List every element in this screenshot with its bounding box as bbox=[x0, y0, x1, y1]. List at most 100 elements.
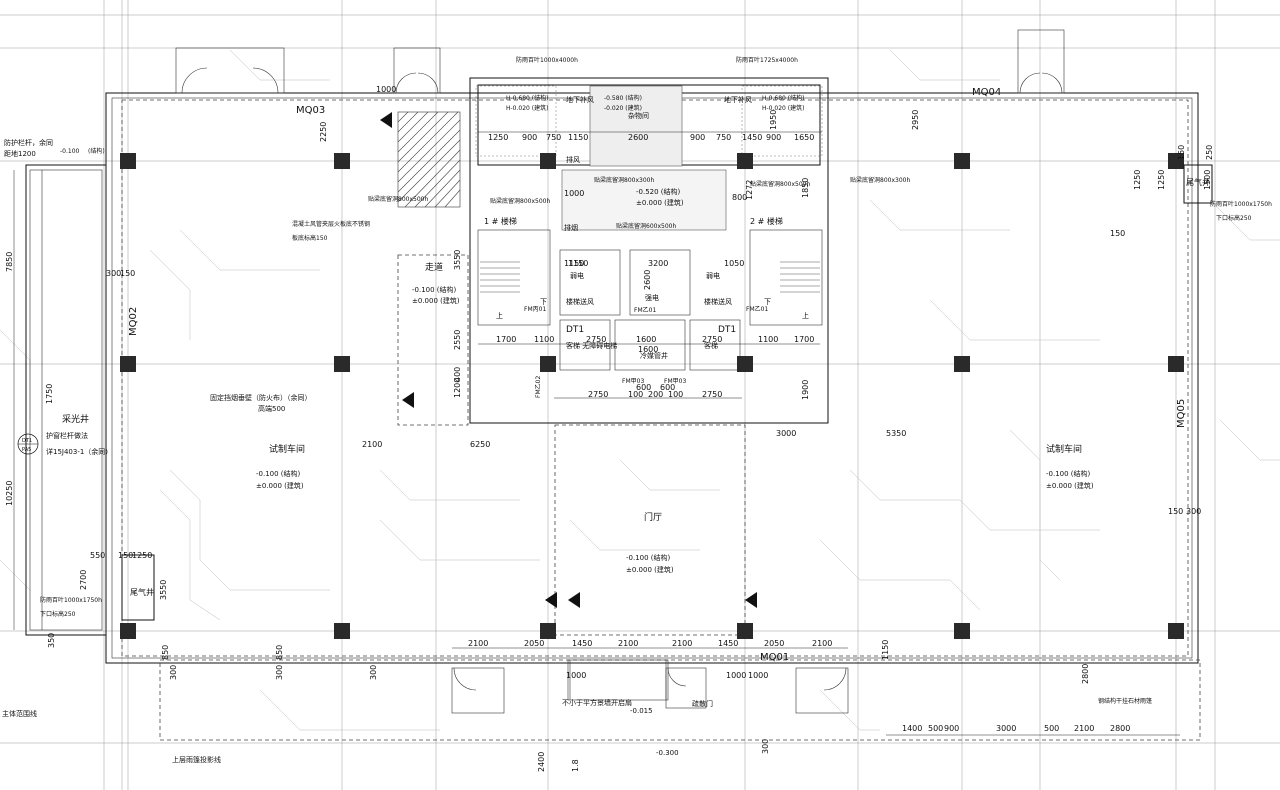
svg-text:1150: 1150 bbox=[568, 133, 588, 142]
svg-text:1272: 1272 bbox=[745, 180, 754, 200]
rain-door-4: 防雨百叶1000x1750h bbox=[40, 596, 102, 604]
svg-text:-0.100: -0.100 bbox=[60, 148, 80, 155]
dimension-lines bbox=[13, 131, 1180, 736]
guard-rail-note: 防护栏杆，余同 bbox=[4, 138, 53, 147]
svg-text:800: 800 bbox=[732, 193, 747, 202]
rain-door-3-sub: 下口标高250 bbox=[1216, 214, 1252, 222]
svg-text:2600: 2600 bbox=[628, 133, 648, 142]
mq01-label: MQ01 bbox=[760, 652, 789, 663]
svg-text:1500: 1500 bbox=[1203, 170, 1212, 190]
fan-right-label: 楼梯送风 bbox=[704, 297, 732, 306]
svg-text:350: 350 bbox=[47, 633, 56, 648]
down-left-label: 下 bbox=[540, 298, 547, 306]
svg-text:3550: 3550 bbox=[453, 250, 462, 270]
svg-text:900: 900 bbox=[766, 133, 781, 142]
svg-text:150: 150 bbox=[1177, 145, 1186, 160]
rain-door-2: 防雨百叶1725x4000h bbox=[736, 56, 798, 64]
smoke-wall-note: 混凝土风管夹层火板底不锈钢 bbox=[292, 220, 370, 228]
lobby-boundary bbox=[554, 424, 746, 636]
fan-left-label: 楼梯送风 bbox=[566, 297, 594, 306]
svg-text:1150: 1150 bbox=[881, 640, 890, 660]
dt-left-label: DT1 bbox=[566, 325, 584, 335]
svg-text:300: 300 bbox=[275, 665, 284, 680]
strong-elec-label: 强电 bbox=[645, 293, 659, 302]
water-left-label: 排风 bbox=[566, 155, 580, 164]
svg-text:6250: 6250 bbox=[470, 440, 490, 449]
guard-rail-height: 距地1200 bbox=[4, 149, 36, 158]
svg-text:2100: 2100 bbox=[1074, 724, 1094, 733]
svg-text:2750: 2750 bbox=[588, 390, 608, 399]
svg-text:1.8: 1.8 bbox=[571, 759, 580, 772]
svg-text:2800: 2800 bbox=[1081, 664, 1090, 684]
svg-text:2050: 2050 bbox=[764, 639, 784, 648]
exhaust-shaft-left-box bbox=[121, 554, 155, 621]
elevations: -0.100 (结构) ±0.000 (建筑) -0.100 (结构) ±0.0… bbox=[60, 94, 1094, 757]
svg-text:1000: 1000 bbox=[564, 189, 584, 198]
svg-text:550: 550 bbox=[90, 551, 105, 560]
dimension-texts: 2100 2050 1450 2100 2100 1450 2050 2100 … bbox=[5, 85, 1214, 772]
svg-text:-0.100 (结构): -0.100 (结构) bbox=[412, 285, 457, 294]
beam-note-1: 贴梁底留洞800x500h bbox=[368, 195, 428, 203]
columns bbox=[120, 153, 1184, 639]
elec-left-label: 弱电 bbox=[570, 271, 584, 280]
exhaust-shaft-right-label: 尾气井 bbox=[1186, 177, 1210, 187]
detail-tag: DT1 PA5 bbox=[17, 433, 39, 455]
guard-rail-3-note: 详15J403-1（余同） bbox=[46, 447, 112, 456]
svg-text:1000: 1000 bbox=[726, 671, 746, 680]
svg-text:1150: 1150 bbox=[568, 259, 588, 268]
svg-text:1950: 1950 bbox=[769, 110, 778, 130]
up-right-label: 上 bbox=[802, 311, 809, 320]
svg-text:1600: 1600 bbox=[638, 345, 658, 354]
fm-tag-2: FM乙02 bbox=[535, 376, 542, 398]
svg-text:-0.020 (建筑): -0.020 (建筑) bbox=[604, 104, 642, 112]
svg-text:DT1: DT1 bbox=[22, 438, 32, 444]
svg-text:2400: 2400 bbox=[537, 752, 546, 772]
svg-text:1450: 1450 bbox=[572, 639, 592, 648]
svg-text:-0.100 (结构): -0.100 (结构) bbox=[626, 553, 671, 562]
svg-text:H-0.020 (建筑): H-0.020 (建筑) bbox=[506, 104, 548, 112]
elec-right-label: 弱电 bbox=[706, 271, 720, 280]
up-left-label: 上 bbox=[496, 311, 503, 320]
fm-tag-6: FM乙01 bbox=[634, 307, 656, 314]
svg-text:250: 250 bbox=[1205, 145, 1214, 160]
svg-text:1750: 1750 bbox=[45, 384, 54, 404]
svg-text:200: 200 bbox=[648, 390, 663, 399]
svg-text:150: 150 bbox=[120, 269, 135, 278]
right-workshop-label: 试制车间 bbox=[1046, 443, 1082, 455]
cooling-shaft-label: 冷媒管井 bbox=[640, 351, 668, 360]
svg-text:2100: 2100 bbox=[468, 639, 488, 648]
svg-text:1100: 1100 bbox=[534, 335, 554, 344]
svg-text:2950: 2950 bbox=[911, 110, 920, 130]
svg-text:1100: 1100 bbox=[758, 335, 778, 344]
svg-text:850: 850 bbox=[275, 645, 284, 660]
svg-text:1650: 1650 bbox=[794, 133, 814, 142]
svg-text:1600: 1600 bbox=[636, 335, 656, 344]
svg-text:-0.520 (结构): -0.520 (结构) bbox=[636, 187, 681, 196]
svg-text:-0.300: -0.300 bbox=[656, 749, 679, 757]
svg-text:300: 300 bbox=[761, 739, 770, 754]
smoke-wall-height: 板底标高150 bbox=[292, 234, 328, 242]
svg-text:PA5: PA5 bbox=[22, 447, 31, 453]
svg-text:3000: 3000 bbox=[996, 724, 1016, 733]
svg-text:2800: 2800 bbox=[1110, 724, 1130, 733]
rain-door-4-sub: 下口标高250 bbox=[40, 610, 76, 618]
fire-smoke-note: 固定挡烟垂壁（防火布）（余同） bbox=[210, 393, 312, 402]
fire-door-note: 疏散门 bbox=[692, 699, 713, 708]
svg-text:±0.000 (建筑): ±0.000 (建筑) bbox=[636, 198, 684, 207]
svg-text:600: 600 bbox=[636, 383, 651, 392]
svg-text:600: 600 bbox=[660, 383, 675, 392]
top-doors bbox=[175, 29, 1065, 94]
mq02-label: MQ02 bbox=[128, 307, 139, 336]
svg-text:-0.100 (结构): -0.100 (结构) bbox=[256, 469, 301, 478]
main-line-note: 主体范围线 bbox=[2, 709, 37, 718]
section-markers bbox=[380, 112, 757, 608]
svg-text:2750: 2750 bbox=[586, 335, 606, 344]
svg-text:1450: 1450 bbox=[718, 639, 738, 648]
svg-text:H-0.680 (结构): H-0.680 (结构) bbox=[762, 94, 804, 102]
svg-text:850: 850 bbox=[161, 645, 170, 660]
svg-text:300: 300 bbox=[169, 665, 178, 680]
svg-text:100: 100 bbox=[628, 390, 643, 399]
down-right-label: 下 bbox=[764, 298, 771, 306]
svg-text:1250: 1250 bbox=[1133, 170, 1142, 190]
